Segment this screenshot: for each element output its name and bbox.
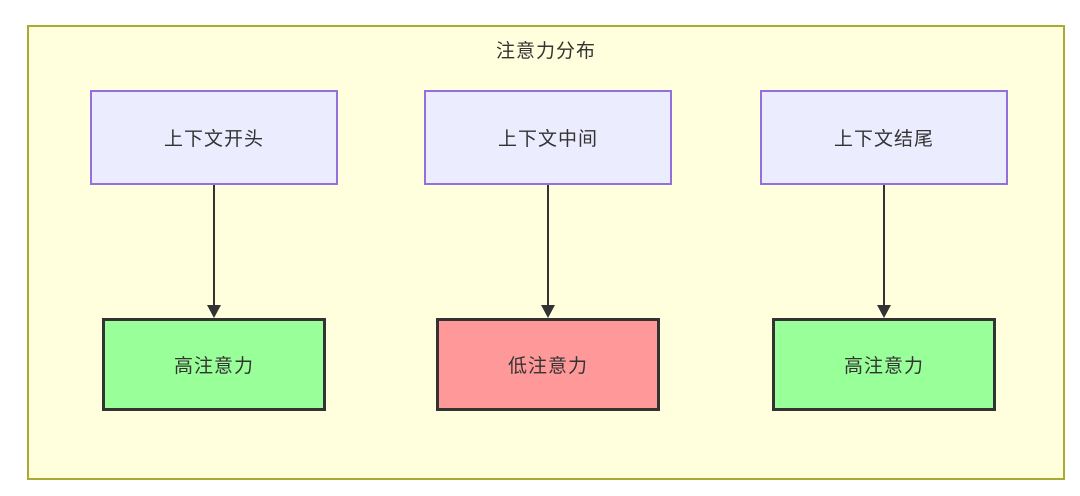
diagram-title: 注意力分布 xyxy=(495,41,596,62)
arrow-shaft xyxy=(213,185,215,305)
arrow-down-icon xyxy=(541,185,555,318)
arrow-shaft xyxy=(883,185,885,305)
node-result-context-start: 高注意力 xyxy=(102,318,326,411)
arrow-shaft xyxy=(547,185,549,305)
node-result-context-end: 高注意力 xyxy=(772,318,996,411)
arrow-down-icon xyxy=(877,185,891,318)
arrow-head-icon xyxy=(541,305,555,318)
arrow-head-icon xyxy=(207,305,221,318)
node-result-context-middle: 低注意力 xyxy=(436,318,660,411)
node-context-end: 上下文结尾 xyxy=(760,90,1008,185)
node-context-middle: 上下文中间 xyxy=(424,90,672,185)
arrow-head-icon xyxy=(877,305,891,318)
flow-column-context-end: 上下文结尾 高注意力 xyxy=(760,90,1008,411)
flow-column-context-middle: 上下文中间 低注意力 xyxy=(424,90,672,411)
attention-distribution-container: 注意力分布 上下文开头 高注意力 上下文中间 低注意力 上下文结尾 高注意力 xyxy=(27,25,1065,480)
flow-column-context-start: 上下文开头 高注意力 xyxy=(90,90,338,411)
node-context-start: 上下文开头 xyxy=(90,90,338,185)
arrow-down-icon xyxy=(207,185,221,318)
